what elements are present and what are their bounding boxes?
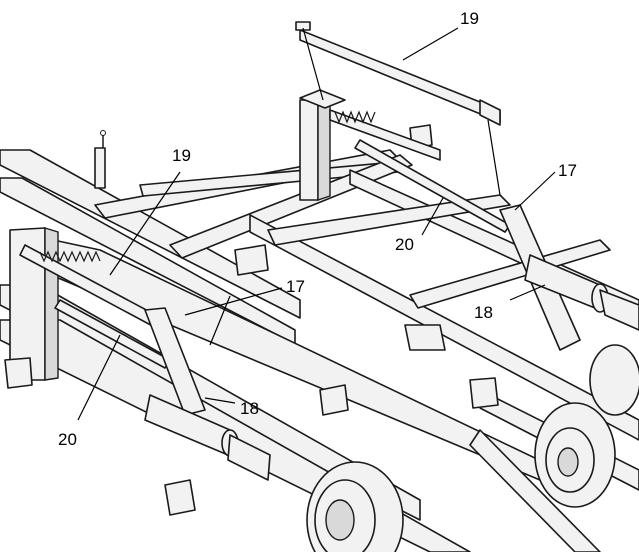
brackets — [4, 244, 499, 516]
wheel-right — [534, 402, 616, 508]
callout-19-left: 19 — [172, 146, 191, 165]
wheel-left — [306, 461, 404, 552]
leader-lines — [77, 27, 556, 421]
rear-frame — [0, 149, 639, 441]
callout-20-left: 20 — [58, 430, 77, 449]
callout-17-right: 17 — [558, 161, 577, 180]
spring-assembly-upper — [329, 109, 511, 233]
callout-18-right: 18 — [474, 303, 493, 322]
callout-20-right: 20 — [395, 235, 414, 254]
callout-17-middle: 17 — [286, 277, 305, 296]
front-frame — [0, 227, 639, 552]
pin — [94, 130, 106, 189]
cylinder-right — [524, 254, 639, 331]
callout-19-top: 19 — [460, 9, 479, 28]
cylinder-left — [144, 394, 271, 481]
wheel-far-right — [589, 344, 639, 416]
callout-18-left: 18 — [240, 399, 259, 418]
